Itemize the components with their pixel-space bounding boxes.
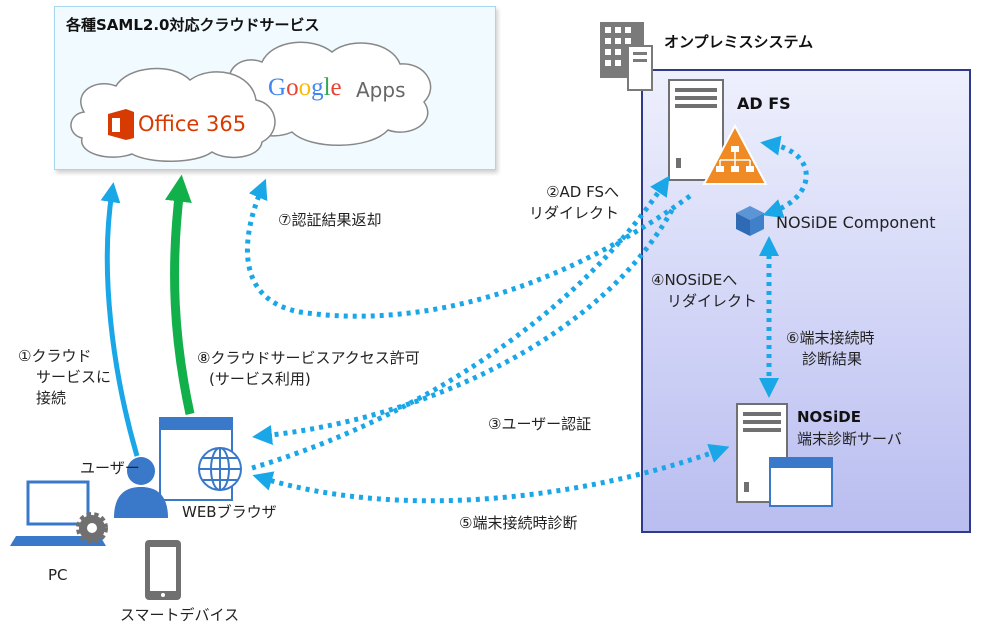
gear-icon xyxy=(76,512,108,544)
arrow-step3 xyxy=(252,208,675,445)
user-icon xyxy=(114,457,168,518)
step8-label: ⑧クラウドサービスアクセス許可 (サービス利用) xyxy=(197,348,420,390)
step4-line1: ④NOSiDEへ xyxy=(651,271,738,289)
step8-line2: (サービス利用) xyxy=(209,370,311,388)
arrow-step5 xyxy=(252,443,730,504)
google-letter: g xyxy=(311,74,324,101)
google-letter: o xyxy=(286,74,299,101)
browser-label: WEBブラウザ xyxy=(182,503,277,521)
step6-line2: 診断結果 xyxy=(802,350,863,368)
adfs-network-icon xyxy=(702,123,768,185)
smartphone-icon xyxy=(145,540,181,600)
cloud-services-title: 各種SAML2.0対応クラウドサービス xyxy=(66,16,320,34)
step2-line2: リダイレクト xyxy=(529,204,620,222)
step1-line1: ①クラウド xyxy=(18,347,92,365)
user-label: ユーザー xyxy=(80,459,140,477)
laptop-icon xyxy=(10,480,106,546)
pc-label: PC xyxy=(48,566,68,584)
arrow-step1 xyxy=(100,182,140,457)
google-apps-text: Apps xyxy=(356,78,406,102)
step3-label: ③ユーザー認証 xyxy=(488,415,592,433)
component-cube-icon xyxy=(736,206,764,236)
google-letter: o xyxy=(298,74,312,101)
globe-icon xyxy=(198,447,242,491)
step1-line2: サービスに xyxy=(36,368,112,386)
step4-label: ④NOSiDEへ リダイレクト xyxy=(651,270,757,312)
step1-label: ①クラウド サービスに 接続 xyxy=(18,346,111,409)
step5-label: ⑤端末接続時診断 xyxy=(459,514,578,532)
onpremise-title: オンプレミスシステム xyxy=(664,33,814,51)
google-logo-text: Google xyxy=(268,74,342,102)
noside-subtitle: 端末診断サーバ xyxy=(797,430,902,448)
arrow-component-adfs xyxy=(760,135,809,219)
step2-label: ②AD FSへ リダイレクト xyxy=(505,182,619,224)
noside-server-icon xyxy=(736,403,833,507)
google-letter: G xyxy=(268,74,287,101)
arrow-step7 xyxy=(245,178,692,319)
noside-component-label: NOSiDE Component xyxy=(776,213,936,232)
arrow-step2 xyxy=(251,175,670,471)
noside-title: NOSiDE xyxy=(797,408,861,426)
office365-logo-text: Office 365 xyxy=(138,112,247,136)
step8-line1: ⑧クラウドサービスアクセス許可 xyxy=(197,349,420,367)
building-icon xyxy=(600,22,653,91)
step7-label: ⑦認証結果返却 xyxy=(278,211,382,229)
step6-label: ⑥端末接続時 診断結果 xyxy=(786,328,874,370)
step6-line1: ⑥端末接続時 xyxy=(786,329,875,347)
step1-line3: 接続 xyxy=(36,389,67,407)
office-logo-icon xyxy=(108,109,134,140)
adfs-label: AD FS xyxy=(737,94,791,113)
google-letter: l xyxy=(323,74,331,101)
connection-arrows xyxy=(100,135,809,504)
smart-device-label: スマートデバイス xyxy=(120,606,240,624)
arrow-step8 xyxy=(164,174,195,415)
google-letter: e xyxy=(330,74,342,101)
step2-line1: ②AD FSへ xyxy=(546,183,620,201)
step4-line2: リダイレクト xyxy=(667,292,758,310)
